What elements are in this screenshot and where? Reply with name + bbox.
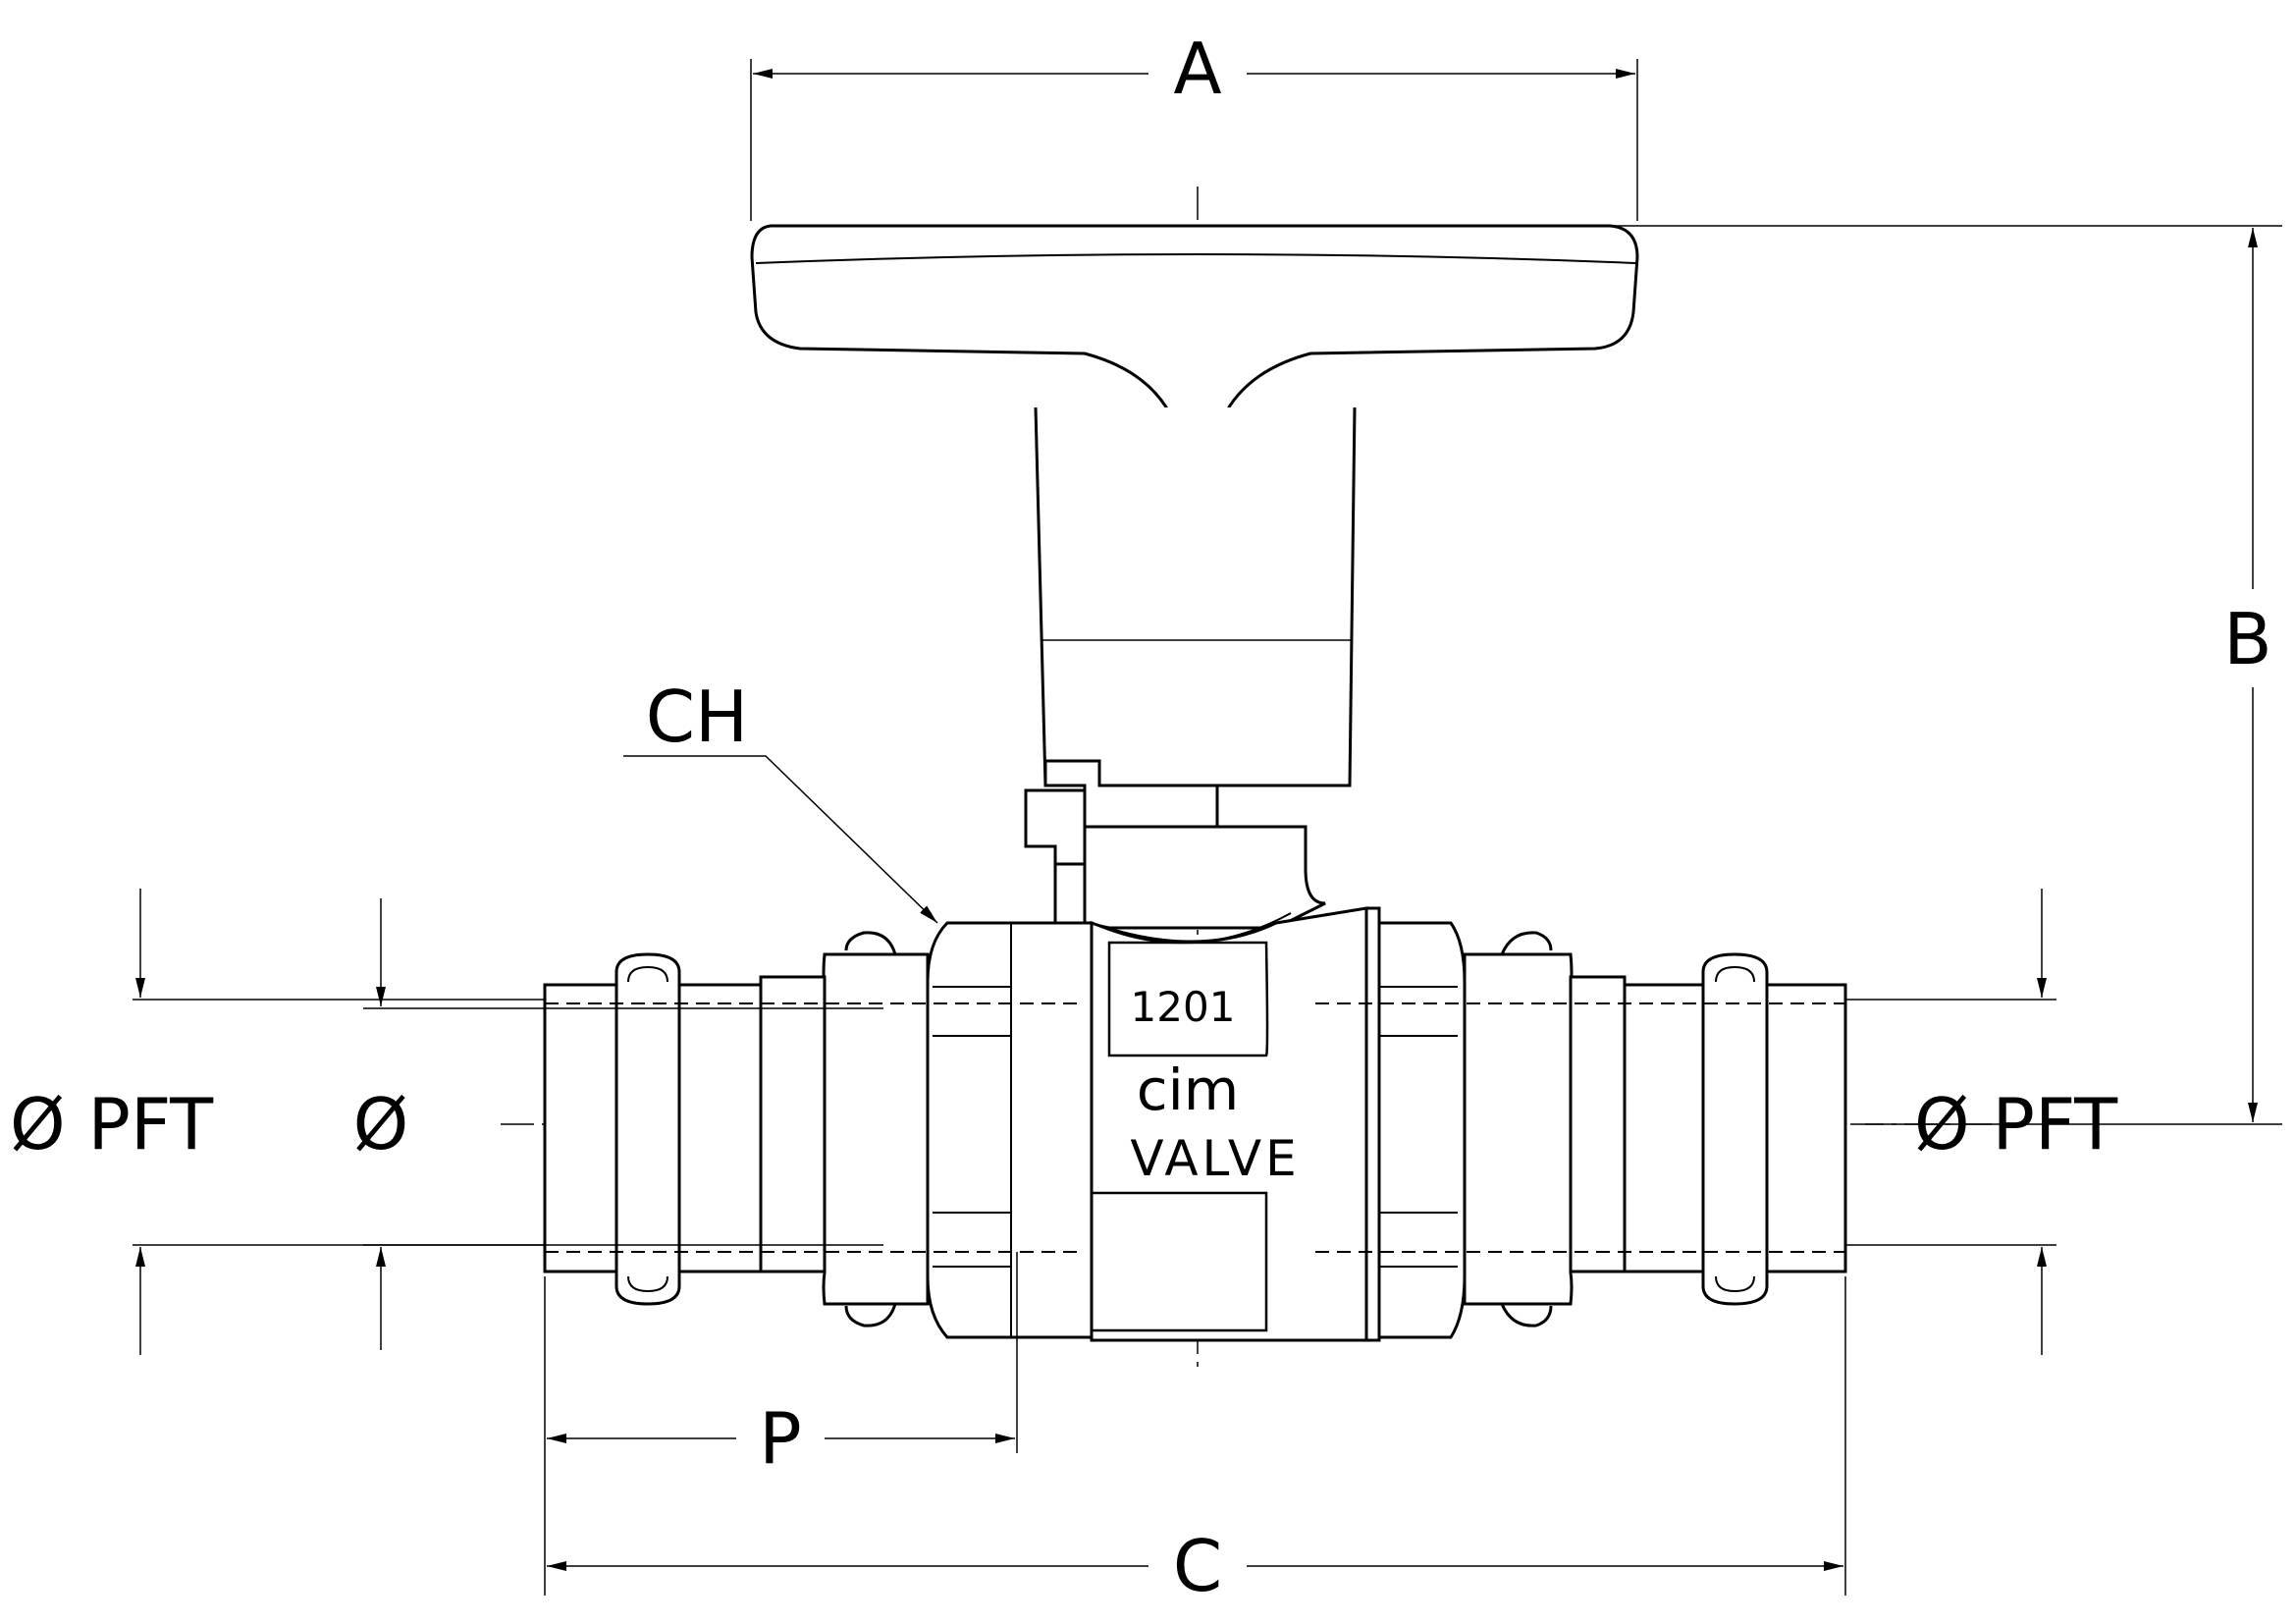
dim-right-outer-label: Ø PFT [1914,1083,2118,1165]
dim-a-label: A [1173,27,1221,110]
left-press-ring [614,952,681,1306]
dimension-lines [133,59,2282,1596]
dimension-labels: A B C P CH Ø PFT Ø Ø PFT [10,27,2272,1607]
marking-word: VALVE [1130,1130,1300,1187]
right-hex-facets [1379,986,1458,1268]
dim-ch-label: CH [646,676,748,758]
dim-left-inner-label: Ø [353,1083,409,1165]
lower-flat [1090,1191,1268,1332]
nut-left-tab [1024,788,1087,866]
right-hex [1377,921,1467,1339]
left-hex-facets [933,986,1011,1268]
dim-c-label: C [1173,1525,1222,1607]
right-ring-inner [1715,965,1755,1293]
neck [1083,825,1326,930]
upper-flat [1107,941,1269,1057]
t-handle [750,224,1639,787]
left-ring-inner [627,965,668,1293]
dim-left-outer-label: Ø PFT [10,1083,214,1165]
left-collar [759,975,827,1273]
marking-code: 1201 [1131,983,1236,1031]
right-press-ring [1701,952,1769,1306]
hidden-lines [545,992,1845,1267]
body-marking: 1201 cim VALVE [1130,983,1300,1187]
ch-leader [623,755,938,924]
handle-top-edge [755,253,1638,264]
valve-body [926,906,1467,1342]
center-body [1090,906,1368,1342]
dim-p-label: P [759,1397,801,1480]
right-sleeve-bulge [1500,931,1553,1327]
right-collar [1569,975,1627,1273]
dim-b-label: B [2223,598,2271,680]
right-press-fitting [1463,931,1847,1327]
marking-brand: cim [1137,1056,1240,1123]
right-ring [1364,906,1381,1342]
left-hex [926,921,1094,1339]
left-press-fitting [543,931,930,1327]
handle-stem [1034,406,1357,787]
left-sleeve-bulge [844,931,897,1327]
stem-nut [1024,759,1326,930]
